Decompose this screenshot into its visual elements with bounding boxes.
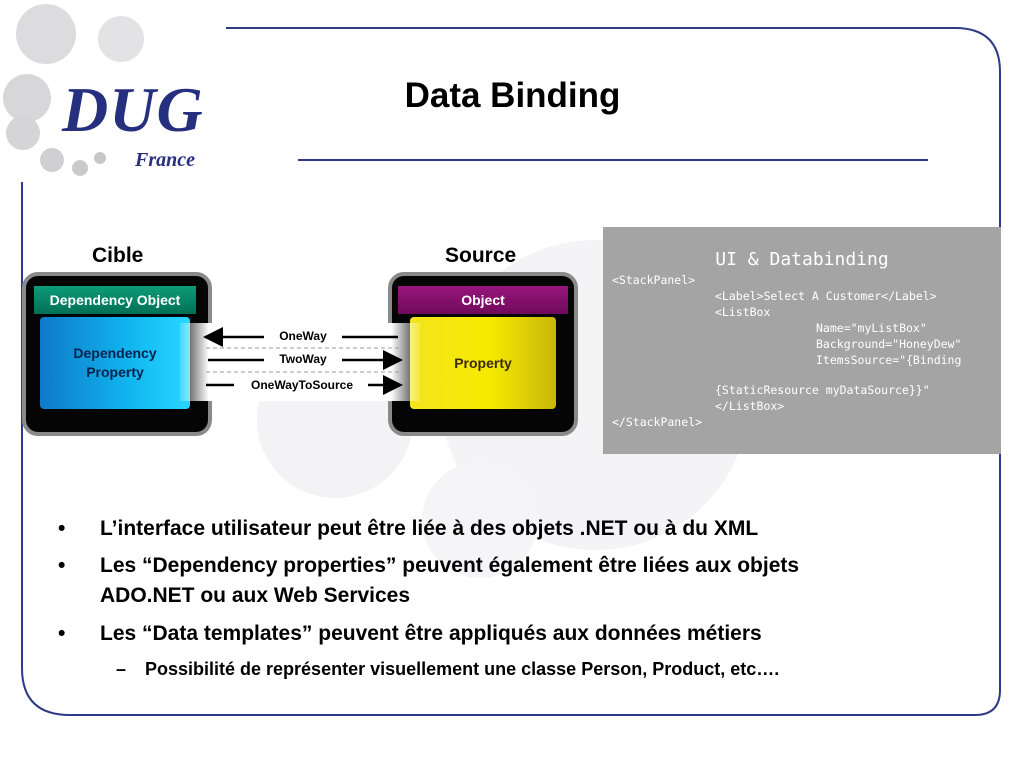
logo-circles xyxy=(3,4,144,176)
code-panel-title: UI & Databinding xyxy=(715,249,889,270)
code-line: Name="myListBox" xyxy=(816,321,927,335)
source-box-property: Property xyxy=(410,317,556,409)
source-box-header: Object xyxy=(398,286,568,314)
bullet-marker: • xyxy=(58,622,66,645)
logo-subtitle: France xyxy=(135,149,195,171)
target-label: Cible xyxy=(92,244,144,267)
bullet-item: Les “Data templates” peuvent être appliq… xyxy=(100,622,762,645)
target-box-property: Dependency Property xyxy=(40,317,190,409)
bullet-marker: • xyxy=(58,554,66,577)
bullet-item-continuation: ADO.NET ou aux Web Services xyxy=(100,584,411,607)
title-divider xyxy=(298,159,928,161)
code-line: </ListBox> xyxy=(715,399,785,413)
code-line: ItemsSource="{Binding xyxy=(816,353,962,367)
code-line: <StackPanel> xyxy=(612,273,696,287)
code-line: </StackPanel> xyxy=(612,415,703,429)
bullet-item: L’interface utilisateur peut être liée à… xyxy=(100,517,759,540)
sub-bullet-marker: – xyxy=(116,659,127,679)
target-property-line1: Dependency xyxy=(73,345,157,361)
target-property-line2: Property xyxy=(86,364,144,380)
target-box-header: Dependency Object xyxy=(34,286,196,314)
mode-twoway: TwoWay xyxy=(279,352,327,366)
sub-bullet-item: Possibilité de représenter visuellement … xyxy=(145,659,780,679)
code-line: <ListBox xyxy=(715,305,771,319)
code-line: {StaticResource myDataSource}}" xyxy=(715,383,930,397)
mode-oneway: OneWay xyxy=(279,329,327,343)
slide-title: Data Binding xyxy=(404,76,621,115)
logo-text: DUG xyxy=(62,74,204,145)
bullet-item: Les “Dependency properties” peuvent égal… xyxy=(100,554,800,577)
code-line: <Label>Select A Customer</Label> xyxy=(715,289,937,303)
source-label: Source xyxy=(445,244,517,267)
code-line: Background="HoneyDew" xyxy=(816,337,962,351)
code-panel: UI & Databinding <StackPanel> <Label>Sel… xyxy=(603,227,1001,454)
mode-onewaytosource: OneWayToSource xyxy=(250,378,354,392)
bullet-marker: • xyxy=(58,517,66,540)
